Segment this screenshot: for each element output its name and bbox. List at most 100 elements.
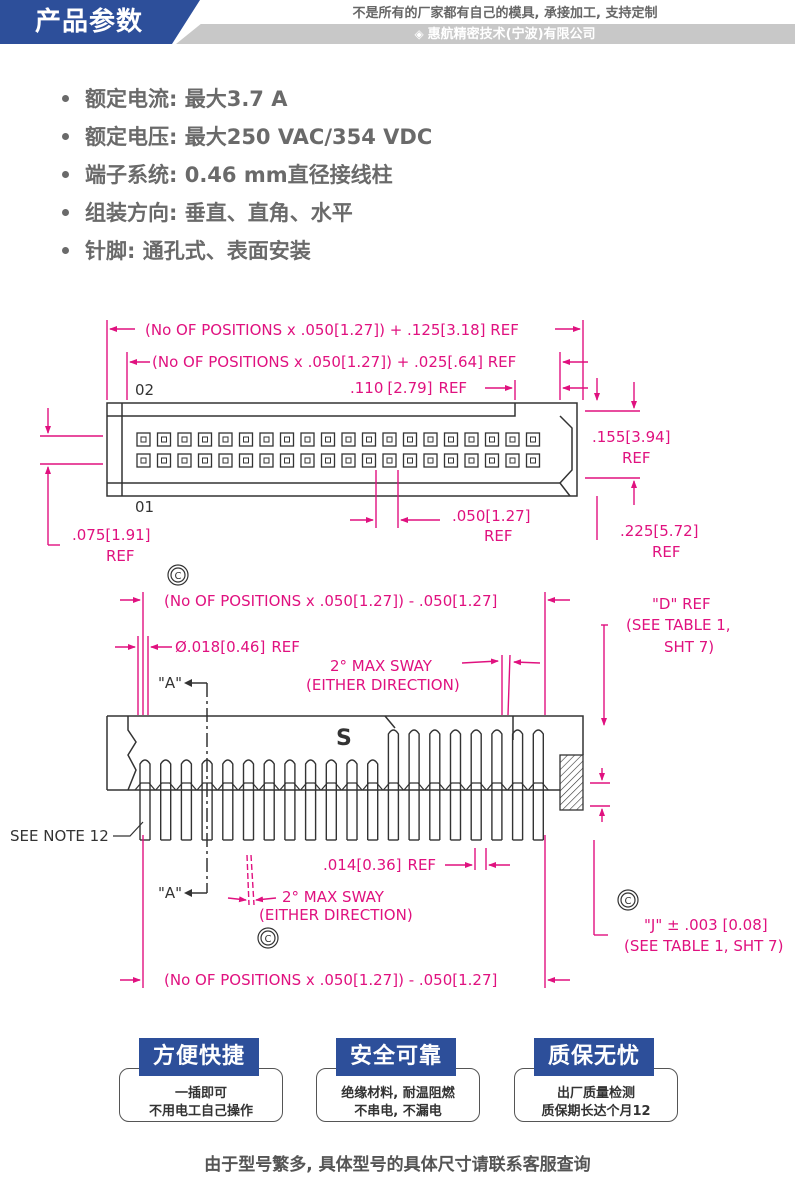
contact-cell	[341, 453, 356, 468]
contact-cell	[505, 432, 520, 447]
dim-075-label: .075[1.91]	[72, 526, 151, 544]
contact-cell	[402, 453, 418, 468]
feature-title: 安全可靠	[336, 1038, 456, 1076]
sway-line	[250, 854, 255, 906]
contact-cell	[484, 453, 500, 468]
contact-spring	[532, 729, 544, 790]
pin-shoulder	[507, 782, 529, 791]
contact-pin	[243, 436, 249, 443]
contact-cell	[361, 453, 377, 468]
dim-arrow	[461, 658, 499, 665]
contact-pin	[366, 436, 372, 443]
contact-spring	[429, 729, 441, 790]
pin-02-label: 02	[135, 381, 154, 399]
top-view-dimensions	[40, 320, 640, 546]
contact-spring	[408, 729, 420, 790]
contact-cell	[402, 432, 418, 447]
dim-155-label: .155[3.94]	[592, 428, 671, 446]
feature-line: 不串电, 不漏电	[354, 1104, 442, 1119]
contact-cell	[505, 453, 520, 468]
ext-line	[507, 654, 511, 716]
d-ref-sub2: SHT 7)	[664, 638, 714, 656]
contact-spring	[470, 729, 482, 790]
contact-pin	[140, 457, 147, 464]
contact-pin	[468, 457, 475, 464]
dim-050-ref: REF	[484, 527, 513, 545]
connector-top-rim	[121, 403, 516, 417]
header-slogan: 不是所有的厂家都有自己的模具, 承接加工, 支持定制	[352, 6, 658, 21]
dim-110-label: .110[2.79]REF	[350, 379, 467, 397]
see-note-label: SEE NOTE 12	[10, 827, 109, 845]
spec-item: 端子系统: 0.46 mm直径接线柱	[62, 156, 432, 194]
spec-list: 额定电流: 最大3.7 A 额定电压: 最大250 VAC/354 VDC 端子…	[62, 80, 432, 270]
contact-pin	[407, 436, 413, 443]
contact-cell	[238, 432, 254, 447]
contact-pin	[345, 436, 352, 443]
pin-shoulder	[279, 782, 301, 791]
see-note-leader	[113, 821, 144, 837]
circle-c-icon	[617, 889, 639, 911]
contact-cell	[259, 432, 274, 447]
d-ref-label: "D" REF	[652, 595, 711, 613]
dim-arrow	[255, 896, 277, 903]
contact-pin	[263, 457, 270, 464]
technical-drawing: 02 01 (No OF POSITIONS x .050[1.27]) + .…	[10, 320, 783, 989]
spec-item: 额定电流: 最大3.7 A	[62, 80, 432, 118]
feature-line: 绝缘材料, 耐温阻燃	[341, 1086, 455, 1101]
side-body-top	[107, 715, 584, 755]
pin-shoulder	[217, 782, 239, 791]
bullet-icon	[62, 208, 69, 216]
contact-cell	[197, 432, 213, 447]
contact-cell	[197, 453, 213, 468]
pin-shoulder	[320, 782, 342, 791]
contact-spring	[511, 729, 524, 790]
contact-cell	[238, 453, 254, 468]
contact-pin	[325, 436, 331, 443]
contact-cell	[136, 453, 151, 468]
section-arrow-head	[184, 889, 192, 897]
contact-spring	[222, 759, 234, 790]
dim-dia-label: Ø.018[0.46]REF	[175, 638, 300, 656]
contact-spring	[242, 759, 255, 790]
spec-text: 端子系统: 0.46 mm直径接线柱	[85, 163, 393, 187]
bullet-icon	[62, 170, 69, 178]
spec-text: 额定电流: 最大3.7 A	[85, 87, 288, 111]
contact-pin	[243, 457, 249, 464]
dim-arrow	[513, 659, 541, 666]
contact-pin	[304, 436, 311, 443]
dim-bottom-label: (No OF POSITIONS x .050[1.27]) - .050[1.…	[164, 971, 497, 989]
contact-pin	[386, 436, 393, 443]
connector-side-view	[106, 715, 584, 791]
feature-card-safe: 安全可靠 绝缘材料, 耐温阻燃 不串电, 不漏电	[316, 1038, 480, 1122]
dim-155-ref: REF	[622, 449, 651, 467]
feature-box	[514, 1068, 678, 1122]
footer-note: 由于型号繁多, 具体型号的具体尺寸请联系客服查询	[204, 1155, 591, 1175]
pin-shoulder	[527, 782, 549, 791]
dim-050-label: .050[1.27]	[452, 507, 531, 525]
pin-shoulder	[424, 782, 446, 791]
pin-shoulder	[403, 782, 425, 791]
pin-shoulder	[155, 782, 177, 791]
contact-pin	[222, 457, 229, 464]
contact-cell	[443, 432, 459, 447]
dim-top1-label: (No OF POSITIONS x .050[1.27]) + .125[3.…	[145, 321, 519, 339]
section-arrow-head	[184, 679, 192, 687]
feature-line: 出厂质量检测	[556, 1086, 635, 1101]
feature-card-warranty: 质保无忧 出厂质量检测 质保期长达个月12	[514, 1038, 678, 1122]
contact-pin	[489, 436, 495, 443]
contact-pin	[161, 436, 167, 443]
contact-pin	[427, 457, 434, 464]
side-pin-row	[134, 729, 549, 841]
spec-text: 针脚: 通孔式、表面安装	[85, 239, 311, 263]
contact-pin	[181, 436, 188, 443]
contact-cell	[361, 432, 377, 447]
side-view-dim-labels: (No OF POSITIONS x .050[1.27]) - .050[1.…	[164, 592, 783, 989]
pin-shoulder	[258, 782, 280, 791]
contact-cell	[136, 432, 151, 447]
dim-225-ref: REF	[652, 543, 681, 561]
company-name: 惠航精密技术(宁波)有限公司	[427, 27, 596, 42]
contact-pin	[427, 436, 434, 443]
contact-cell	[423, 453, 438, 468]
contact-pin	[161, 457, 167, 464]
contact-cell	[443, 453, 459, 468]
